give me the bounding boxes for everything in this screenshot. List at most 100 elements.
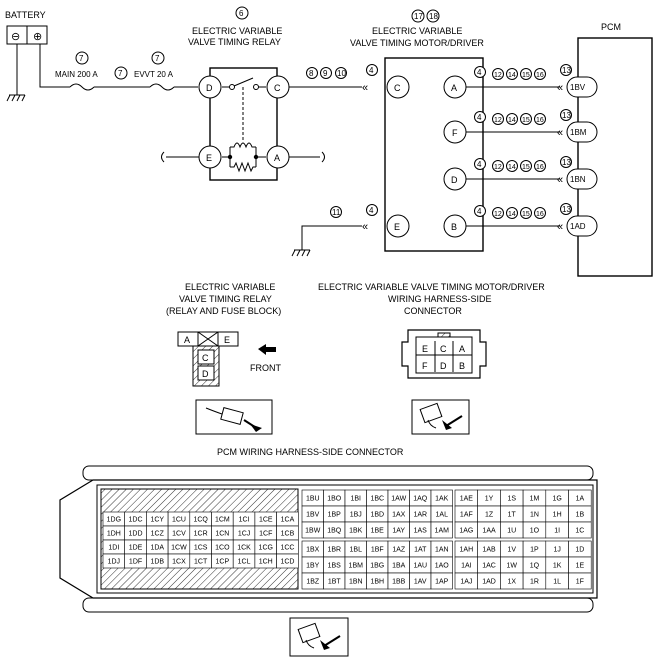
pcm-mid-pin-1az: 1AZ — [392, 547, 406, 554]
note-fuse-main: 7 — [79, 54, 84, 63]
pcm-left-pin-1dc: 1DC — [129, 517, 143, 524]
note-11: 11 — [332, 208, 341, 217]
pcm-mid-pin-1bw: 1BW — [305, 528, 321, 535]
pcm-pin-1bv: 1BV — [570, 83, 586, 92]
pcm-right-pin-1d: 1D — [575, 547, 584, 554]
pcm-box — [577, 37, 653, 277]
relay-conn-cell-a: A — [184, 335, 190, 345]
relay-conn-cell-c: C — [202, 353, 209, 363]
pcm-right-pin-1a: 1A — [576, 496, 585, 503]
note-4-c: 4 — [369, 66, 374, 75]
pcm-mid-pin-1bu: 1BU — [306, 496, 320, 503]
note-4-e: 4 — [369, 206, 374, 215]
pcm-right-pin-1aa: 1AA — [482, 528, 496, 535]
front-arrow-icon — [258, 344, 276, 355]
connector-mark-pcm-2: « — [557, 174, 563, 186]
pcm-right-pin-1e: 1E — [576, 563, 585, 570]
motor-conn-title-1: ELECTRIC VARIABLE VALVE TIMING MOTOR/DRI… — [318, 282, 545, 292]
motor-pin-e: E — [394, 222, 400, 232]
note-fuse-mid: 7 — [118, 69, 123, 78]
pcm-right-pin-1w: 1W — [507, 563, 518, 570]
pcm-mid-pin-1bq: 1BQ — [327, 528, 342, 535]
fuse-evvt-label: EVVT 20 A — [134, 70, 174, 79]
pcm-mid-pin-1bc: 1BC — [370, 496, 384, 503]
note-13-row-0: 13 — [562, 66, 571, 75]
note-10: 10 — [337, 69, 346, 78]
pcm-right-pin-1g: 1G — [552, 496, 561, 503]
motor-conn-title-2: WIRING HARNESS-SIDE — [388, 294, 492, 304]
pcm-mid-pin-1an: 1AN — [435, 547, 449, 554]
relay-connector-face — [177, 331, 239, 387]
pcm-right-pin-1aj: 1AJ — [460, 579, 472, 586]
pcm-left-pin-1de: 1DE — [129, 545, 143, 552]
pcm-right-pin-1c: 1C — [575, 528, 584, 535]
relay-pin-e: E — [206, 153, 212, 163]
pcm-right-pin-1b: 1B — [576, 512, 585, 519]
connector-mark-pcm-3: « — [557, 221, 563, 233]
pcm-left-pin-1di: 1DI — [108, 545, 119, 552]
note-15-row-1: 15 — [522, 117, 530, 124]
pcm-mid-pin-1bo: 1BO — [327, 496, 342, 503]
pcm-mid-pin-1br: 1BR — [327, 547, 341, 554]
pcm-pin-1bn: 1BN — [570, 175, 586, 184]
note-14-row-0: 14 — [508, 72, 516, 79]
motor-conn-title-3: CONNECTOR — [404, 306, 462, 316]
fuse-main-icon — [69, 83, 95, 91]
note-12-row-2: 12 — [494, 164, 502, 171]
relay-pin-a: A — [274, 153, 280, 163]
pcm-right-pin-1l: 1L — [553, 579, 561, 586]
pcm-mid-pin-1bm: 1BM — [349, 563, 364, 570]
pcm-mid-pin-1bi: 1BI — [350, 496, 361, 503]
motor-pin-a: A — [451, 83, 457, 93]
pcm-mid-pin-1bb: 1BB — [392, 579, 406, 586]
note-4-motor-0: 4 — [477, 68, 482, 77]
pcm-left-pin-1df: 1DF — [129, 559, 142, 566]
pcm-mid-pin-1ar: 1AR — [413, 512, 427, 519]
note-14-row-2: 14 — [508, 164, 516, 171]
pcm-left-pin-1ct: 1CT — [194, 559, 208, 566]
motor-connector-face — [401, 329, 487, 379]
pcm-left-pin-1cu: 1CU — [172, 517, 186, 524]
pcm-mid-pin-1ax: 1AX — [392, 512, 406, 519]
pcm-left-pin-1dh: 1DH — [107, 531, 121, 538]
note-15-row-3: 15 — [522, 211, 530, 218]
pcm-pin-1ad: 1AD — [570, 222, 586, 231]
pcm-left-pin-1cj: 1CJ — [238, 531, 250, 538]
pcm-left-pin-1ch: 1CH — [259, 559, 273, 566]
note-14-row-1: 14 — [508, 117, 516, 124]
pcm-mid-pin-1ap: 1AP — [435, 579, 449, 586]
pcm-left-pin-1cz: 1CZ — [151, 531, 165, 538]
battery-symbol: ⊖ ⊕ — [6, 25, 48, 45]
pcm-mid-pin-1bl: 1BL — [350, 547, 363, 554]
pcm-mid-pin-1au: 1AU — [413, 563, 427, 570]
pcm-left-pin-1cn: 1CN — [215, 531, 229, 538]
pcm-right-pin-1y: 1Y — [485, 496, 494, 503]
note-4-motor-2: 4 — [477, 160, 482, 169]
pcm-mid-pin-1bv: 1BV — [306, 512, 320, 519]
pcm-right-pin-1ad: 1AD — [482, 579, 496, 586]
pcm-right-pin-1o: 1O — [530, 528, 540, 535]
relay-conn-cell-d: D — [202, 369, 209, 379]
pcm-left-pin-1ci: 1CI — [239, 517, 250, 524]
pcm-mid-pin-1bn: 1BN — [349, 579, 363, 586]
connector-insert-icon-motor — [419, 402, 463, 430]
pcm-right-pin-1ai: 1AI — [461, 563, 472, 570]
pcm-left-pin-1cv: 1CV — [172, 531, 186, 538]
motor-conn-cell-a: A — [459, 344, 465, 354]
pcm-right-pin-1i: 1I — [554, 528, 560, 535]
pcm-right-pin-1h: 1H — [553, 512, 562, 519]
ground-motor — [291, 249, 311, 257]
note-15-row-0: 15 — [522, 72, 530, 79]
note-12-row-0: 12 — [494, 72, 502, 79]
pcm-mid-pin-1bf: 1BF — [371, 547, 384, 554]
relay-pin-d: D — [206, 83, 213, 93]
pcm-mid-pin-1ay: 1AY — [392, 528, 405, 535]
pcm-left-pin-1cc: 1CC — [280, 545, 294, 552]
pcm-right-pin-1p: 1P — [530, 547, 539, 554]
pcm-left-pin-1co: 1CO — [215, 545, 230, 552]
pcm-mid-pin-1bp: 1BP — [328, 512, 342, 519]
note-16-row-0: 16 — [536, 72, 544, 79]
pcm-right-pin-1s: 1S — [507, 496, 516, 503]
battery-negative: ⊖ — [11, 31, 20, 43]
note-4-motor-1: 4 — [477, 113, 482, 122]
